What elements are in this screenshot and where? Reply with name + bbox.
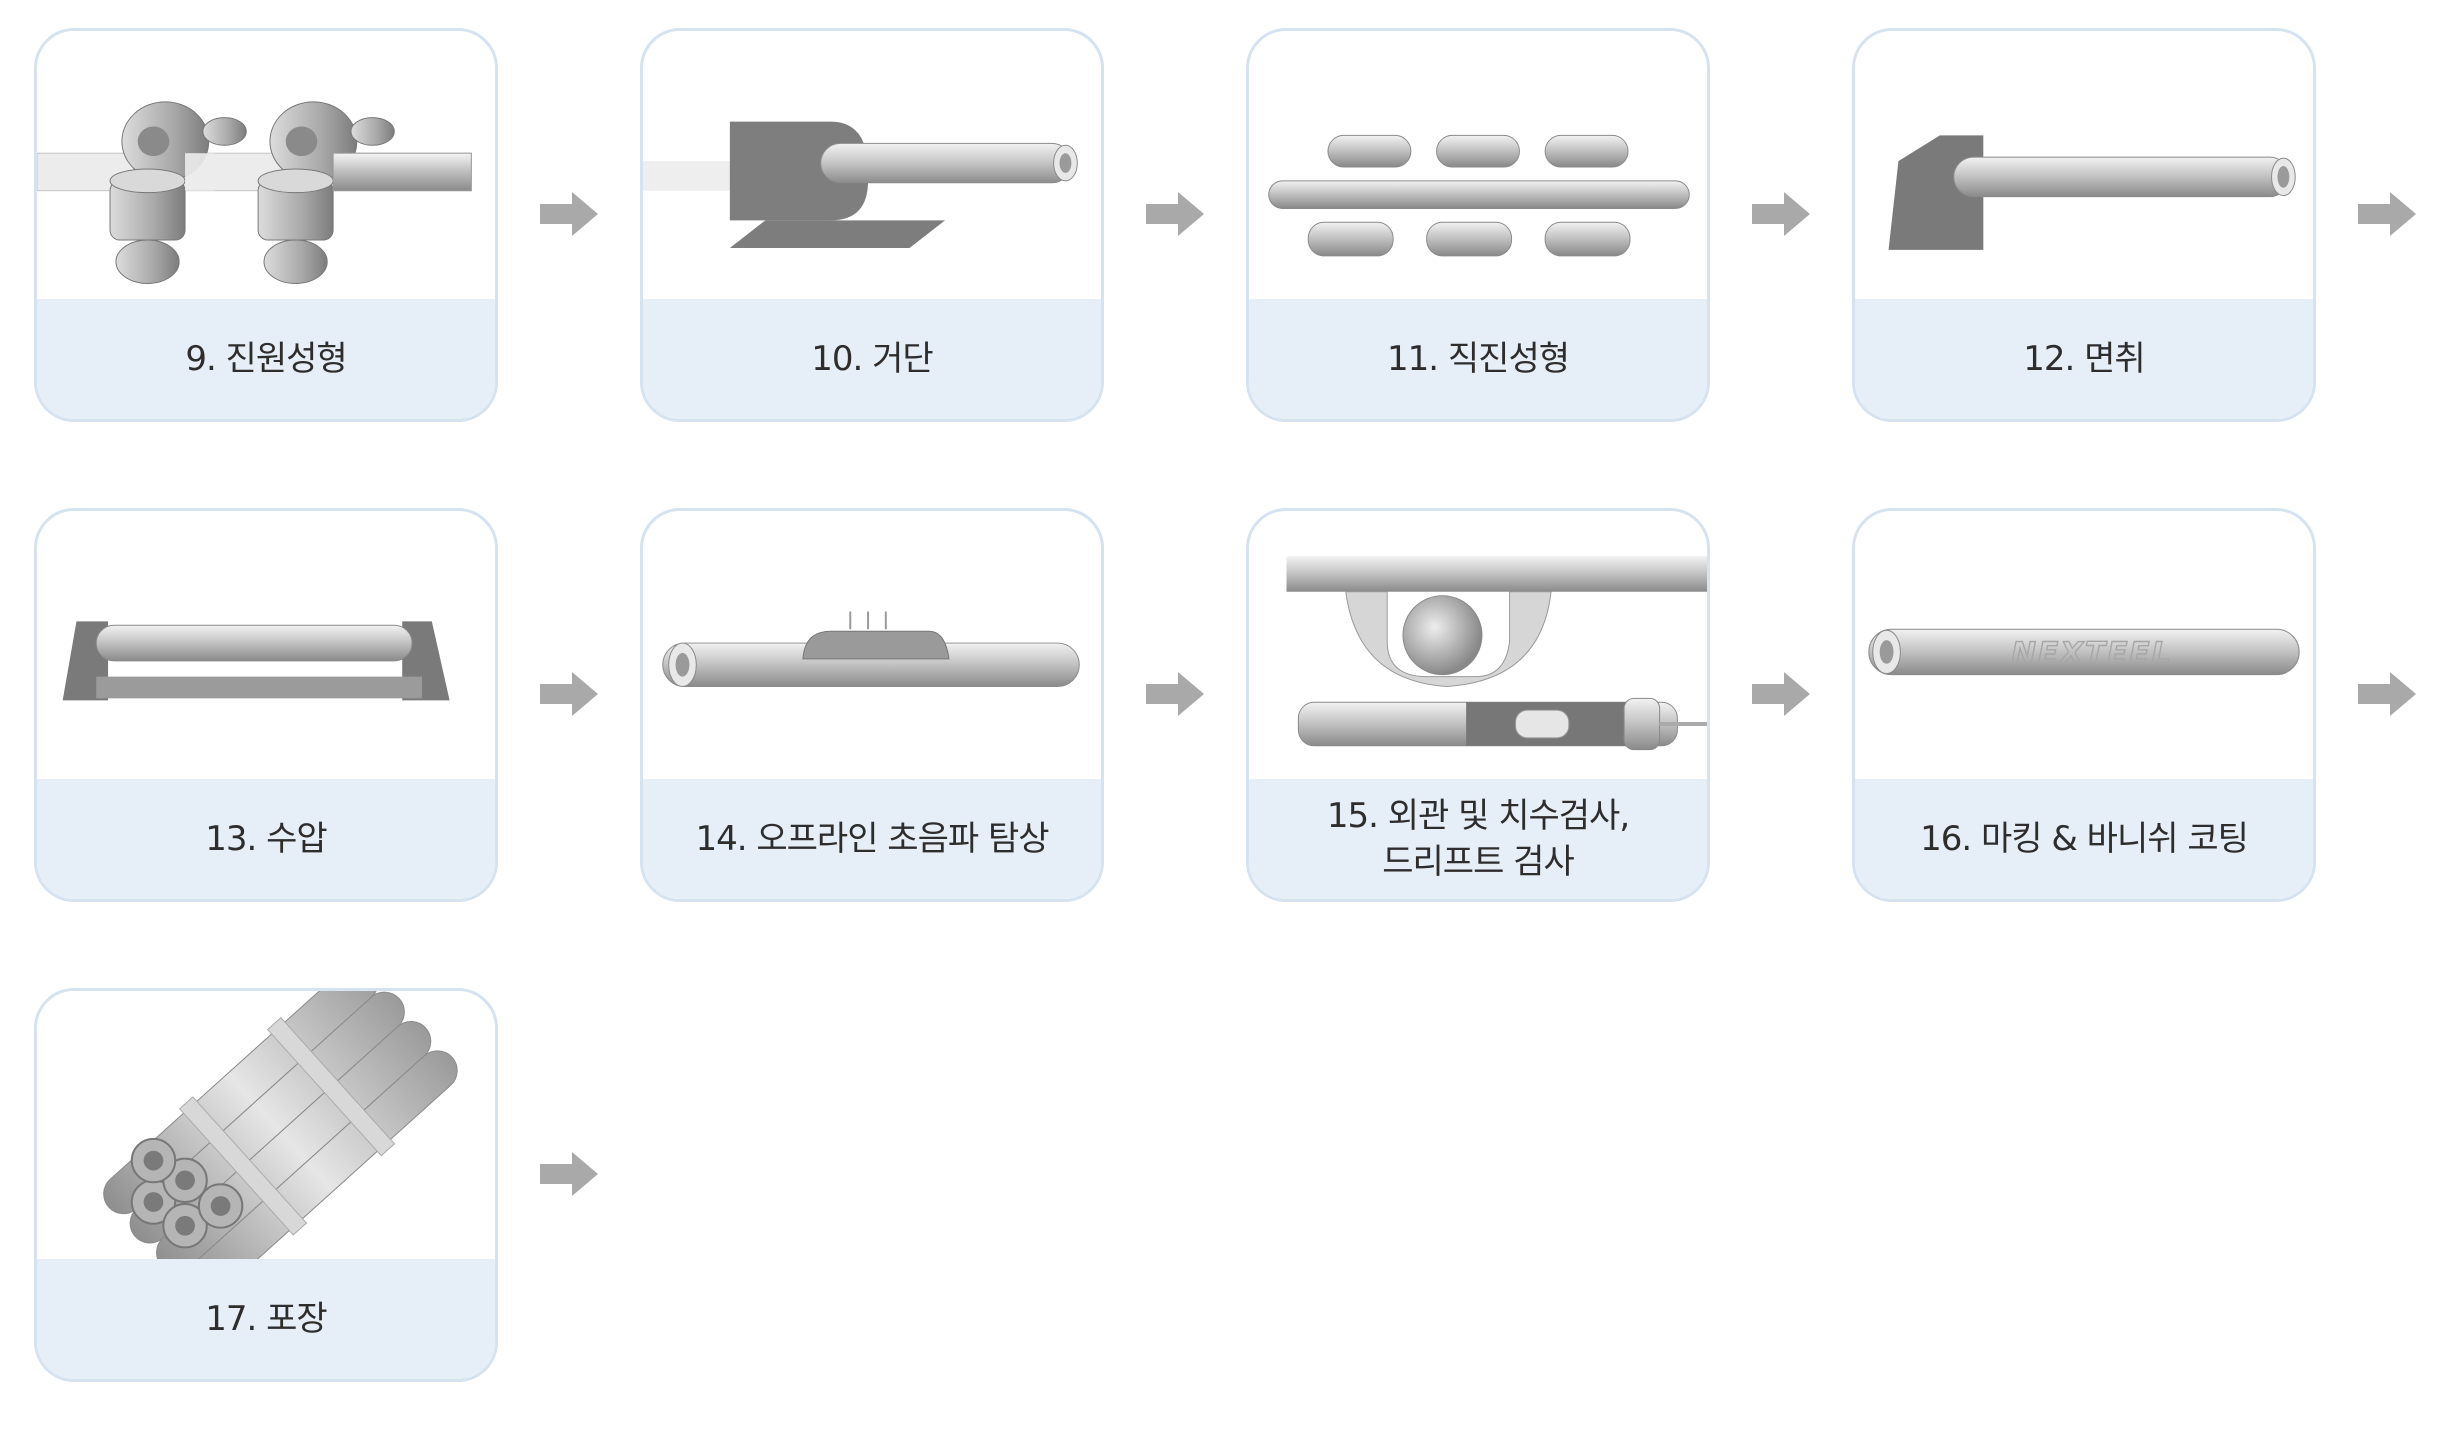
step-label: 13. 수압 <box>37 779 495 899</box>
arrow-right-icon <box>2358 672 2416 716</box>
arrow-right-icon <box>1146 192 1204 236</box>
cutoff-block-icon <box>643 31 1101 305</box>
arrow-right-icon <box>540 1152 598 1196</box>
arrow-right-icon <box>1146 672 1204 716</box>
step-card-13: 13. 수압 <box>34 508 498 902</box>
marked-pipe-icon: NEXTEEL <box>1855 511 2313 785</box>
step-label: 12. 면취 <box>1855 299 2313 419</box>
step-label: 14. 오프라인 초음파 탐상 <box>643 779 1101 899</box>
ultrasonic-pipe-icon <box>643 511 1101 785</box>
step-card-9: 9. 진원성형 <box>34 28 498 422</box>
step-label: 15. 외관 및 치수검사, 드리프트 검사 <box>1249 779 1707 899</box>
step-card-14: 14. 오프라인 초음파 탐상 <box>640 508 1104 902</box>
step-card-11: 11. 직진성형 <box>1246 28 1710 422</box>
nexteel-marking: NEXTEEL <box>2011 636 2172 670</box>
step-label: 17. 포장 <box>37 1259 495 1379</box>
arrow-right-icon <box>1752 672 1810 716</box>
straightening-rolls-icon <box>1249 31 1707 305</box>
step-label: 9. 진원성형 <box>37 299 495 419</box>
arrow-right-icon <box>2358 192 2416 236</box>
step-card-12: 12. 면취 <box>1852 28 2316 422</box>
step-card-17: 17. 포장 <box>34 988 498 1382</box>
chamfer-pipe-icon <box>1855 31 2313 305</box>
pipe-bundle-icon <box>37 991 495 1265</box>
arrow-right-icon <box>540 192 598 236</box>
hydrostatic-test-icon <box>37 511 495 785</box>
step-card-16: NEXTEEL 16. 마킹 & 바니쉬 코팅 <box>1852 508 2316 902</box>
step-label: 16. 마킹 & 바니쉬 코팅 <box>1855 779 2313 899</box>
arrow-right-icon <box>540 672 598 716</box>
arrow-right-icon <box>1752 192 1810 236</box>
step-label: 11. 직진성형 <box>1249 299 1707 419</box>
step-card-15: 15. 외관 및 치수검사, 드리프트 검사 <box>1246 508 1710 902</box>
step-card-10: 10. 거단 <box>640 28 1104 422</box>
sizing-rolls-icon <box>37 31 495 305</box>
inspection-drift-icon <box>1249 511 1707 785</box>
step-label: 10. 거단 <box>643 299 1101 419</box>
